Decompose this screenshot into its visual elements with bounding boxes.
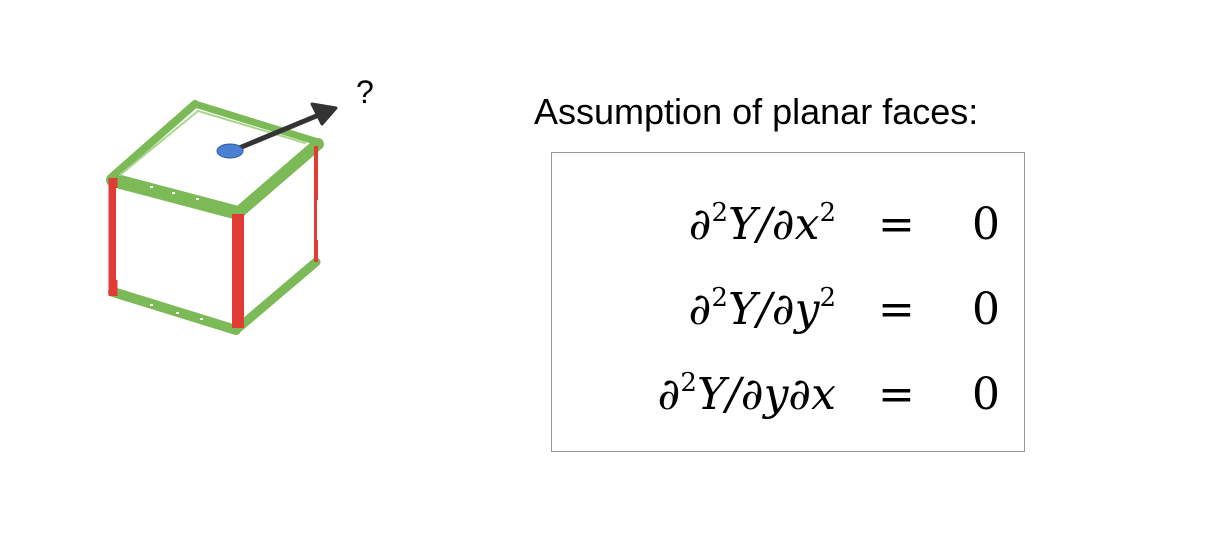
equation-lhs: ∂2Y/∂y2 bbox=[688, 283, 836, 335]
top-face-front-right-edge bbox=[232, 138, 324, 219]
equation-rhs: 0 bbox=[972, 284, 1000, 335]
occluding-edges bbox=[108, 146, 319, 328]
cube-line-drawing bbox=[106, 100, 338, 335]
normal-arrow-shaft bbox=[229, 109, 329, 154]
equation-rhs: 0 bbox=[972, 369, 1000, 420]
equation-lhs: ∂2Y/∂y∂x bbox=[657, 368, 836, 420]
equation-row: ∂2Y/∂x2 = 0 bbox=[552, 195, 1026, 255]
equation-operator: = bbox=[878, 284, 915, 335]
equation-box: ∂2Y/∂x2 = 0 ∂2Y/∂y2 = 0 ∂2Y/∂y∂x = 0 bbox=[551, 152, 1025, 452]
equation-row: ∂2Y/∂y2 = 0 bbox=[552, 280, 1026, 340]
edge-texture bbox=[150, 186, 203, 320]
right-face-inner-line bbox=[248, 262, 312, 320]
unknown-normal-label: ? bbox=[356, 74, 374, 110]
normal-arrow-head bbox=[310, 102, 338, 126]
equation-operator: = bbox=[878, 199, 915, 250]
bottom-left-edge bbox=[108, 287, 241, 335]
top-face-back-left-edge bbox=[109, 100, 199, 180]
convex-edges bbox=[106, 100, 324, 335]
surface-point-marker bbox=[216, 143, 244, 159]
equation-row: ∂2Y/∂y∂x = 0 bbox=[552, 365, 1026, 425]
top-face-inner-highlight bbox=[119, 109, 306, 176]
equation-operator: = bbox=[878, 369, 915, 420]
planar-faces-heading: Assumption of planar faces: bbox=[534, 91, 979, 132]
top-face-back-right-edge bbox=[191, 100, 322, 146]
top-face-front-left-edge bbox=[106, 173, 245, 220]
equation-lhs: ∂2Y/∂x2 bbox=[688, 198, 836, 250]
equation-rhs: 0 bbox=[972, 199, 1000, 250]
